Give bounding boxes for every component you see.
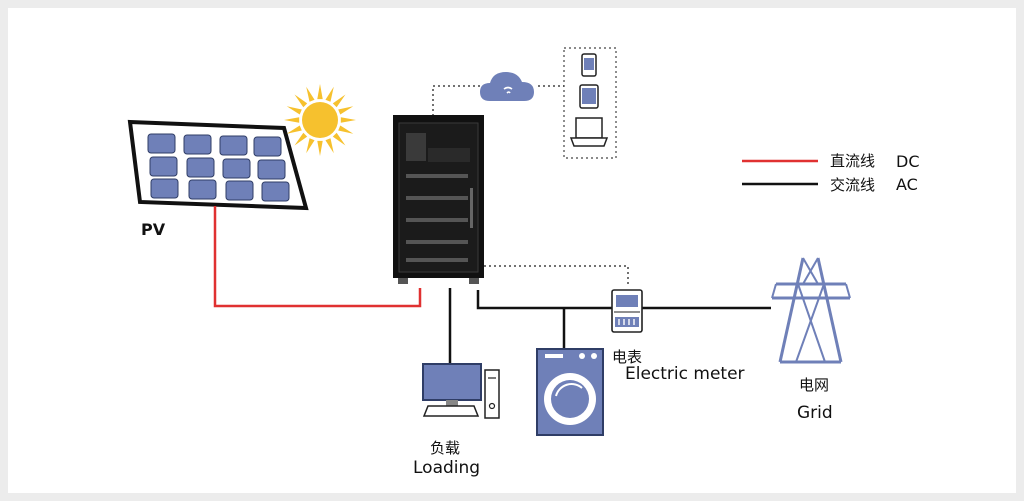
solar-panel-icon <box>127 119 309 211</box>
sun-ray <box>286 125 302 134</box>
cloud-icon <box>480 72 534 101</box>
system-diagram: PV 直流线 DC 交流线 AC 负载 Loading 电表 Electric … <box>8 8 1016 493</box>
phone-icon <box>581 53 597 77</box>
sun-ray <box>306 86 315 102</box>
sun-ray <box>294 94 308 108</box>
sun-ray <box>317 140 323 156</box>
pv-label: PV <box>141 220 166 239</box>
legend-ac-cn: 交流线 <box>830 176 876 194</box>
sun-ray <box>332 94 346 108</box>
diagram-canvas <box>127 47 851 436</box>
sun-ray <box>338 125 354 134</box>
sun-ray <box>306 138 315 154</box>
legend-dc-cn: 直流线 <box>830 152 876 170</box>
grid-label-cn: 电网 <box>799 376 830 394</box>
meter-label-cn: 电表 <box>612 348 643 366</box>
sun-ray <box>294 132 308 146</box>
battery-cabinet-icon <box>393 115 484 284</box>
loading-label-cn: 负载 <box>430 439 461 457</box>
communication-lines <box>432 85 629 284</box>
sun-ray <box>325 86 334 102</box>
laptop-icon <box>569 117 609 147</box>
meter-label-en: Electric meter <box>625 364 745 384</box>
sun-ray <box>325 138 334 154</box>
sun-icon <box>284 84 356 156</box>
dc-line-pv <box>213 206 422 308</box>
sun-ray <box>340 117 356 123</box>
monitoring-devices-frame <box>563 47 617 159</box>
legend-dc-en: DC <box>896 152 920 171</box>
legend-ac-en: AC <box>896 175 918 194</box>
sun-ray <box>317 84 323 100</box>
sun-ray <box>332 132 346 146</box>
washing-machine-icon <box>536 348 604 436</box>
sun-ray <box>284 117 300 123</box>
loading-label-en: Loading <box>413 458 481 478</box>
tablet-icon <box>579 84 599 109</box>
electric-meter-icon <box>611 289 643 333</box>
transmission-tower-icon <box>771 257 851 364</box>
sun-ray <box>338 106 354 115</box>
desktop-computer-icon <box>422 363 500 419</box>
ac-lines <box>448 288 771 364</box>
sun-ray <box>286 106 302 115</box>
grid-label-en: Grid <box>797 403 833 423</box>
